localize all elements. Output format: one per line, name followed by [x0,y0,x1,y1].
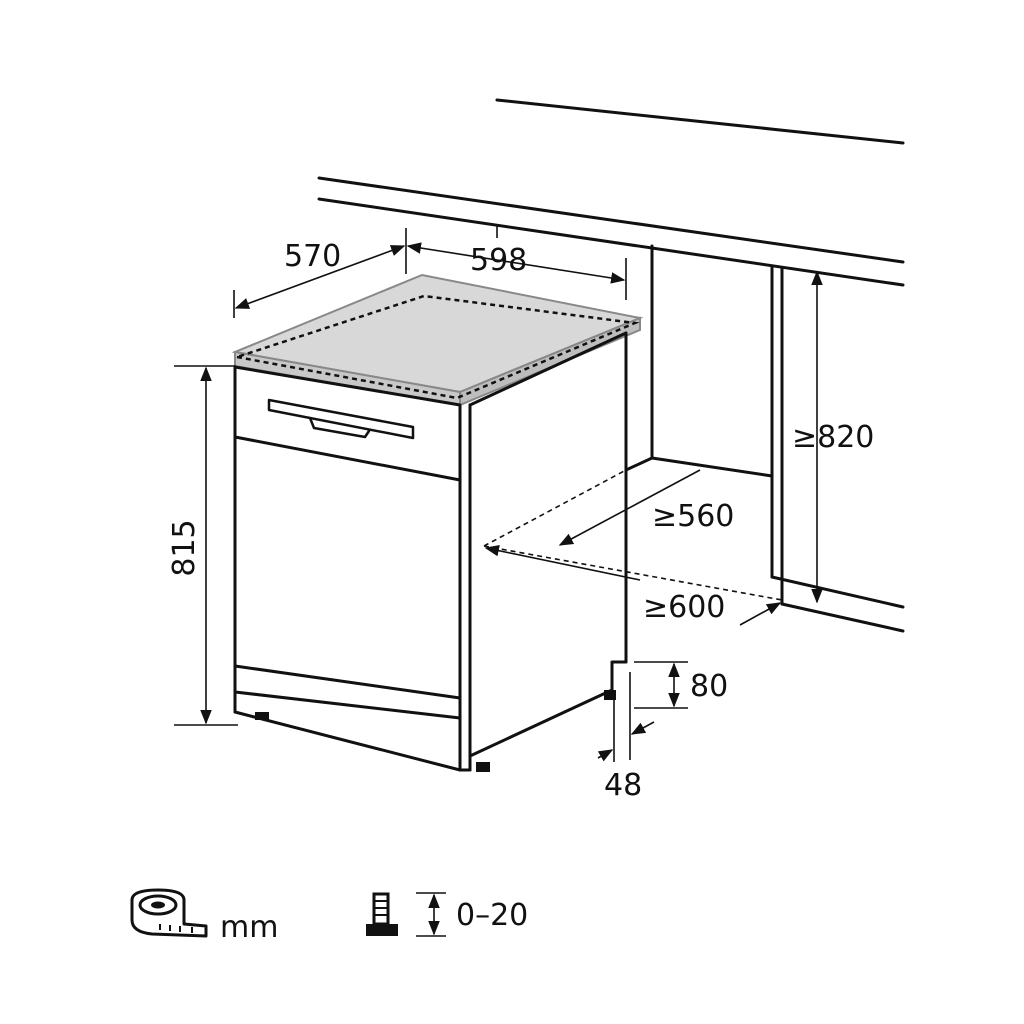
plinth-depth-label: 48 [604,768,642,803]
niche-width-label: ≥600 [643,590,725,625]
adjust-range-arrow [416,892,446,937]
niche-depth-label: ≥560 [652,499,734,534]
height-label: 815 [167,519,202,576]
measuring-tape-icon [130,888,208,938]
niche-height-label: ≥820 [792,420,874,455]
plinth-height-label: 80 [690,669,728,704]
foot-front-right [476,762,490,772]
depth-label: 570 [284,239,341,274]
foot-adjust-label: 0–20 [456,898,528,933]
kitchen-niche [317,98,905,633]
adjustable-foot-icon [366,892,398,936]
unit-label: mm [220,910,278,945]
width-label: 598 [470,243,527,278]
dishwasher [231,273,644,772]
foot-front-left [255,712,269,720]
foot-rear-right [604,690,616,700]
dimension-lines [174,228,823,762]
